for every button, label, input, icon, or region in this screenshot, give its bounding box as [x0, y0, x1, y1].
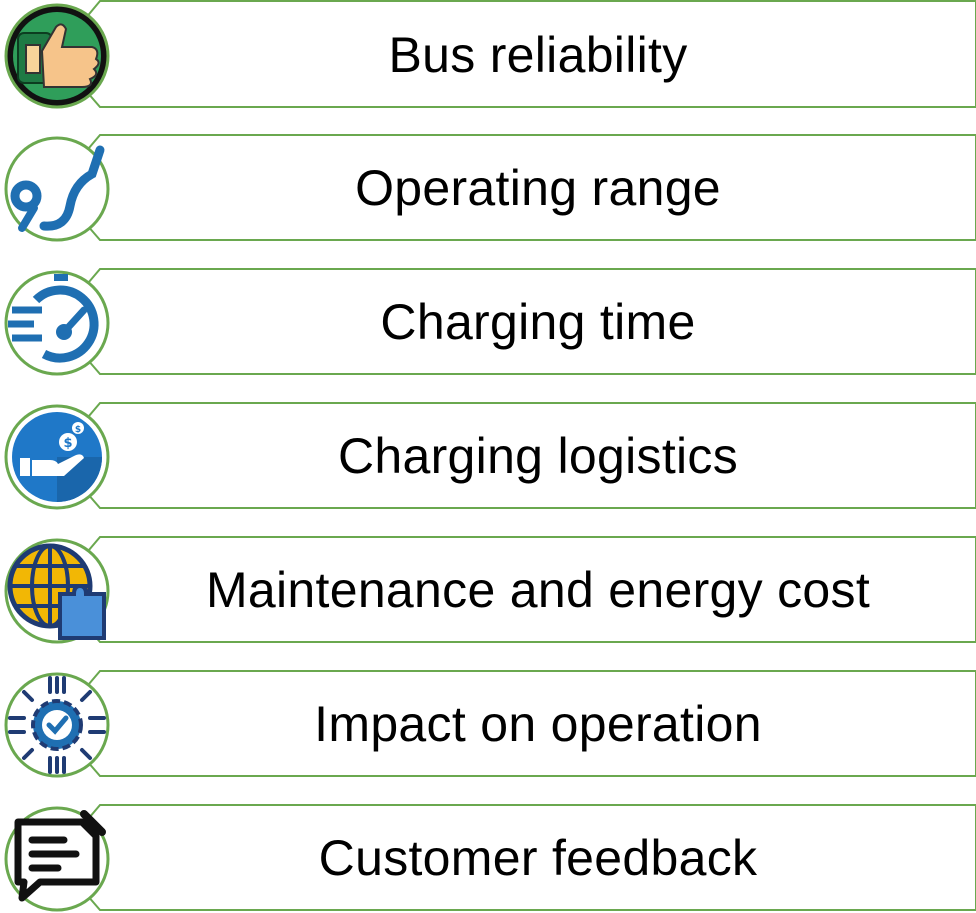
- hand-money-icon: $ $: [4, 404, 110, 510]
- globe-puzzle-icon: [4, 538, 110, 644]
- route-icon: [4, 136, 110, 242]
- item-label: Customer feedback: [318, 830, 758, 886]
- gear-check-icon: [4, 672, 110, 778]
- list-item-operating-range: Operating range: [0, 133, 976, 243]
- item-label: Charging logistics: [337, 428, 739, 484]
- item-label: Operating range: [355, 160, 721, 216]
- item-label: Charging time: [380, 294, 696, 350]
- item-label: Maintenance and energy cost: [205, 562, 871, 618]
- list-item-charging-logistics: Charging logistics $ $: [0, 401, 976, 511]
- list-item-charging-time: Charging time: [0, 267, 976, 377]
- list-item-maintenance-energy-cost: Maintenance and energy cost: [0, 535, 976, 645]
- svg-text:$: $: [63, 436, 72, 451]
- chat-document-icon: [4, 806, 110, 912]
- thumbs-up-icon: [4, 3, 110, 109]
- item-label: Impact on operation: [314, 696, 762, 752]
- list-item-customer-feedback: Customer feedback: [0, 803, 976, 913]
- svg-text:$: $: [75, 425, 81, 435]
- item-label: Bus reliability: [388, 27, 688, 83]
- list-item-impact-on-operation: Impact on operation: [0, 669, 976, 779]
- list-item-bus-reliability: Bus reliability: [0, 0, 976, 110]
- stopwatch-icon: [4, 270, 110, 376]
